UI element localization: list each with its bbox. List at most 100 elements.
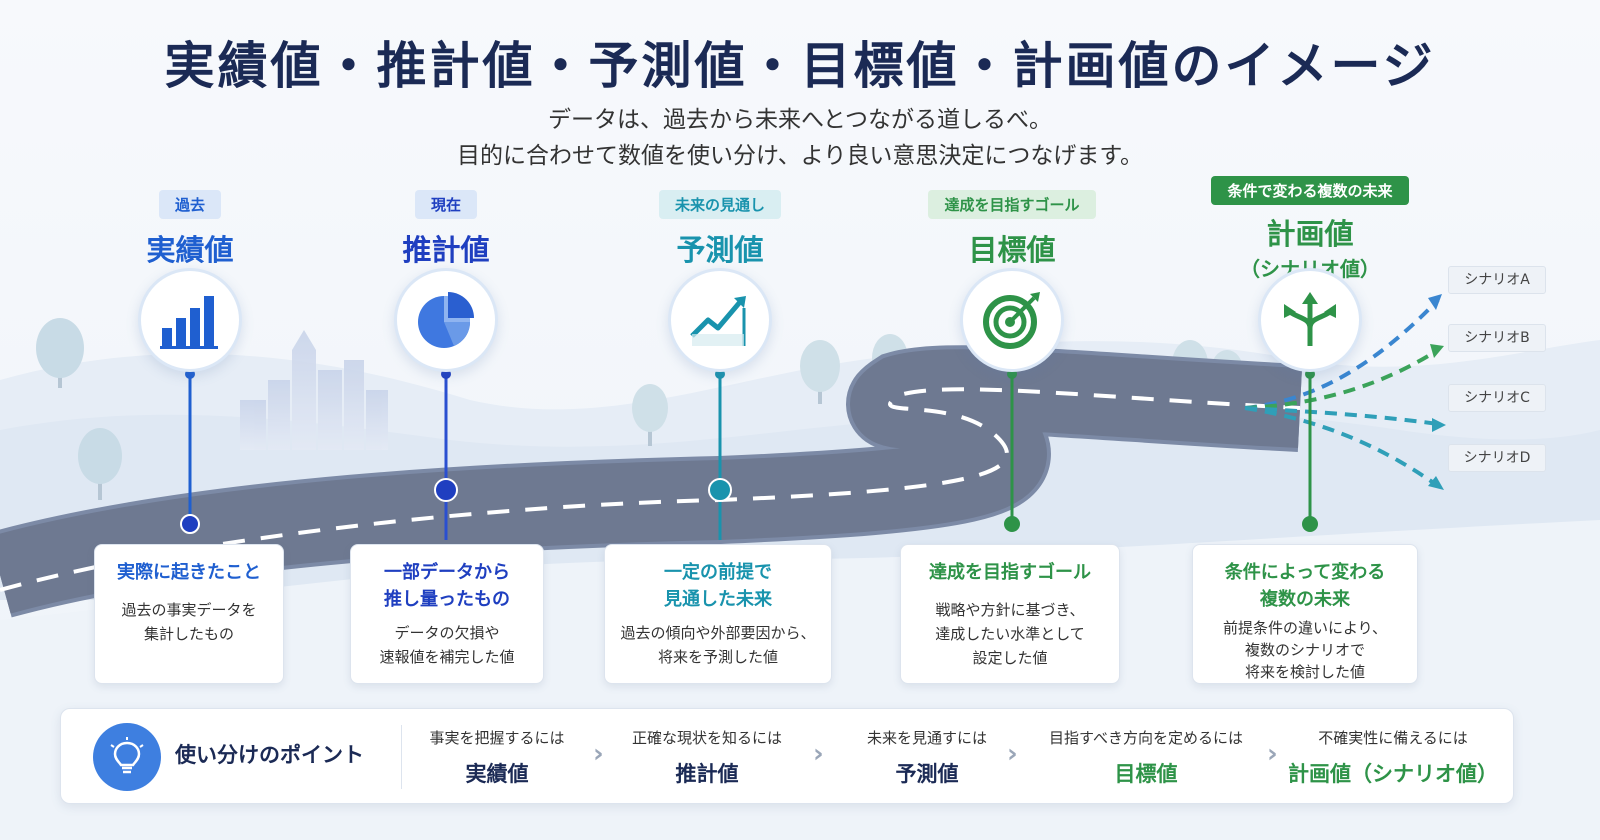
point-value: 予測値 [895,762,959,786]
stage-card-jisseki: 実際に起きたこと 過去の事実データを 集計したもの [94,544,284,684]
card-head: 一定の前提で 見通した未来 [664,562,772,610]
divider [401,725,402,789]
point-value: 推計値 [675,762,739,786]
stage-card-keikaku: 条件によって変わる 複数の未来 前提条件の違いにより、 複数のシナリオで 将来を… [1192,544,1418,684]
tree [36,318,84,388]
card-head: 条件によって変わる 複数の未来 [1224,562,1386,610]
subtitle-line-2: 目的に合わせて数値を使い分け、より良い意思決定につなげます。 [456,143,1144,169]
scenario-arrow-c [1244,406,1439,426]
road-markers [180,369,1318,534]
point-keikaku: 不確実性に備えるには 計画値（シナリオ値） [1283,727,1503,788]
page-title: 実績値・推計値・予測値・目標値・計画値のイメージ [164,37,1436,95]
marker-keikaku [1302,516,1318,532]
marker-jisseki [180,514,200,534]
card-head: 一部データから 推し量ったもの [384,562,510,610]
card-body-line: 過去の傾向や外部要因から、 [620,624,816,642]
scenario-arrow-b [1244,348,1440,410]
pie-chart-icon [394,268,498,372]
point-condition: 不確実性に備えるには [1318,729,1468,747]
light-bulb-icon [93,723,161,791]
point-jisseki: 事実を把握するには 実績値 [397,727,597,788]
target-icon [960,268,1064,372]
scenario-label-c: シナリオC [1448,384,1546,412]
marker-mokuhyo [1004,516,1020,532]
card-head: 実際に起きたこと [117,562,261,583]
subtitle-line-1: データは、過去から未来へとつながる道しるべ。 [548,107,1052,133]
scenario-arrowheads [1428,294,1446,490]
chevron-right-icon: › [813,739,824,769]
card-body-line: 速報値を補完した値 [379,648,515,666]
tree [800,340,840,404]
stage-tag: 現在 [414,190,477,219]
stage-tag: 条件で変わる複数の未来 [1211,176,1409,205]
bar-chart-icon [138,268,242,372]
card-body-line: 過去の事実データを [121,601,257,619]
connector-lines [188,374,1312,540]
stage-card-suikei: 一部データから 推し量ったもの データの欠損や 速報値を補完した値 [350,544,544,684]
point-condition: 目指すべき方向を定めるには [1049,729,1243,747]
card-body-line: 達成したい水準として [935,625,1085,643]
card-body-line: データの欠損や [394,624,500,642]
marker-yosoku [708,478,732,502]
branch-arrows-icon [1258,268,1362,372]
stage-name: 推計値 [402,233,490,267]
point-value: 目標値 [1114,762,1178,786]
scenario-arrows [1244,298,1440,488]
scenario-arrow-d [1244,406,1440,488]
point-value: 実績値 [465,762,529,786]
card-body-line: 将来を検討した値 [1244,663,1365,681]
stage-tag: 未来の見通し [658,190,781,219]
stage-name: 実績値 [146,233,234,267]
arrowhead-c [1432,418,1446,432]
card-body-line: 集計したもの [143,625,234,643]
point-condition: 未来を見通すには [866,729,987,747]
card-body-line: 前提条件の違いにより、 [1222,619,1388,637]
point-value: 計画値（シナリオ値） [1288,762,1498,786]
stage-mokuhyo: 達成を目指すゴール 目標値 [912,190,1112,269]
scenario-label-d: シナリオD [1448,444,1546,472]
chevron-right-icon: › [1267,739,1278,769]
card-body-line: 複数のシナリオで [1244,641,1365,659]
point-condition: 事実を把握するには [429,729,565,747]
city-skyline [240,330,388,450]
trend-line-icon [668,268,772,372]
stage-card-mokuhyo: 達成を目指すゴール 戦略や方針に基づき、 達成したい水準として 設定した値 [900,544,1120,684]
arrowhead-a [1428,294,1442,310]
arrowhead-d [1428,476,1444,490]
point-suikei: 正確な現状を知るには 推計値 [607,727,807,788]
card-body-line: 設定した値 [972,649,1048,667]
card-body: 前提条件の違いにより、 複数のシナリオで 将来を検討した値 [1199,617,1411,683]
stage-card-yosoku: 一定の前提で 見通した未来 過去の傾向や外部要因から、 将来を予測した値 [604,544,832,684]
card-body-line: 将来を予測した値 [657,648,778,666]
scenario-label-a: シナリオA [1448,266,1546,294]
stage-jisseki: 過去 実績値 [90,190,290,269]
point-mokuhyo: 目指すべき方向を定めるには 目標値 [1021,727,1271,788]
card-body-line: 戦略や方針に基づき、 [935,601,1085,619]
arrowhead-b [1430,344,1444,358]
stage-name: 計画値 [1266,217,1354,251]
card-body: 戦略や方針に基づき、 達成したい水準として 設定した値 [907,598,1113,670]
scenario-label-b: シナリオB [1448,324,1546,352]
stage-name: 予測値 [676,233,764,267]
tree [78,428,122,500]
stage-tag: 過去 [158,190,221,219]
card-body: 過去の傾向や外部要因から、 将来を予測した値 [611,621,825,669]
stage-suikei: 現在 推計値 [346,190,546,269]
card-body: 過去の事実データを 集計したもの [101,598,277,646]
scenario-arrow-a [1244,298,1440,410]
road-surface [0,349,1302,614]
stage-yosoku: 未来の見通し 予測値 [620,190,820,269]
chevron-right-icon: › [1007,739,1018,769]
stage-name: 目標値 [968,233,1056,267]
usage-points-bar: 使い分けのポイント 事実を把握するには 実績値 › 正確な現状を知るには 推計値… [60,708,1514,804]
tree [632,384,668,446]
marker-suikei [434,478,458,502]
point-yosoku: 未来を見通すには 予測値 [827,727,1027,788]
card-body: データの欠損や 速報値を補完した値 [357,621,537,669]
usage-points-title: 使い分けのポイント [175,743,364,767]
stage-tag: 達成を目指すゴール [928,190,1096,219]
stage-keikaku: 条件で変わる複数の未来 計画値 （シナリオ値） [1190,176,1430,282]
point-condition: 正確な現状を知るには [631,729,782,747]
chevron-right-icon: › [593,739,604,769]
card-head: 達成を目指すゴール [929,562,1091,583]
